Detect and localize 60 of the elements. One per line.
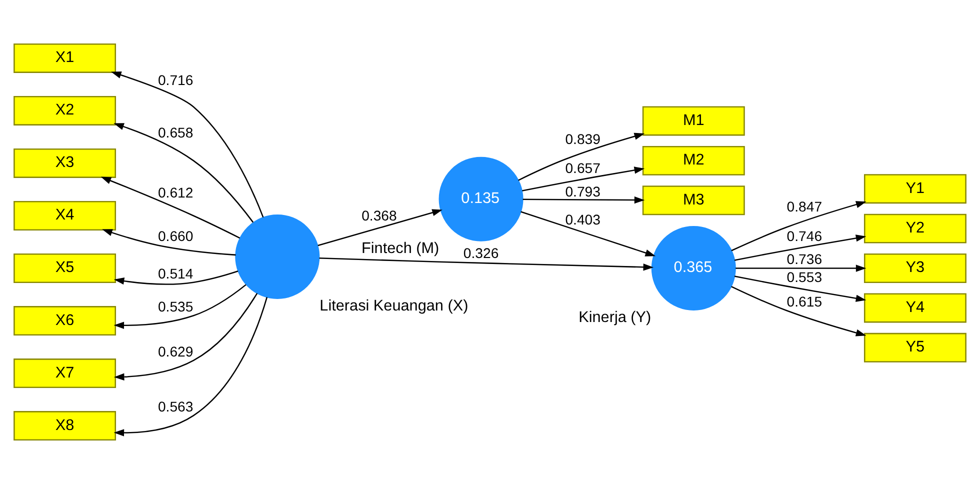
node-box: Y1	[864, 174, 966, 204]
node-circle: 0.365	[651, 226, 736, 311]
node-box: X2	[14, 96, 116, 126]
edge-label: 0.658	[158, 124, 194, 140]
arrow	[114, 270, 238, 285]
edge-label: 0.793	[565, 183, 600, 200]
arrow	[318, 209, 442, 246]
node-box: Y3	[864, 254, 966, 283]
node-box: Y4	[864, 293, 966, 323]
node-box: M1	[642, 106, 745, 136]
edge-label: 0.514	[158, 265, 194, 282]
arrow	[734, 276, 866, 302]
node-box: X1	[14, 43, 116, 73]
arrow	[734, 234, 866, 261]
arrow	[110, 72, 264, 218]
arrow	[736, 264, 866, 272]
arrow	[114, 123, 254, 223]
arrow	[518, 132, 645, 181]
arrow	[102, 229, 236, 256]
node-box: X7	[14, 358, 116, 388]
node-box: Y5	[864, 332, 966, 362]
arrow	[100, 176, 240, 239]
edge-label: 0.368	[362, 208, 397, 224]
arrow	[114, 296, 268, 436]
edge-label: 0.535	[158, 298, 194, 315]
arrow	[114, 293, 258, 380]
edge-label: 0.403	[565, 211, 600, 228]
node-box: M2	[642, 146, 745, 176]
edge-label: 0.553	[786, 269, 822, 286]
arrow	[731, 286, 866, 336]
arrow	[520, 211, 656, 256]
node-box: X5	[14, 254, 116, 283]
arrow	[522, 166, 645, 192]
arrow	[522, 196, 645, 204]
node-box: X4	[14, 201, 116, 230]
edge-label: 0.326	[463, 244, 499, 261]
node-box: X3	[14, 148, 116, 178]
node-circle	[235, 214, 320, 299]
arrow	[731, 201, 866, 252]
edge-label: 0.746	[786, 228, 822, 244]
edge-label: 0.657	[565, 160, 600, 176]
node-box: X8	[14, 411, 116, 441]
edge-label: 0.612	[158, 184, 194, 201]
edge-label: 0.629	[158, 343, 194, 360]
node-box: M3	[642, 186, 745, 216]
node-box: Y2	[864, 214, 966, 244]
edge-label: 0.736	[786, 251, 822, 268]
edge-label: 0.563	[158, 398, 194, 414]
edge-label: 0.839	[565, 130, 600, 147]
arrow	[319, 257, 654, 271]
edge-label: 0.660	[158, 228, 194, 244]
node-circle: 0.135	[438, 156, 524, 242]
node-label: Fintech (M)	[362, 240, 440, 258]
edge-label: 0.847	[786, 198, 822, 215]
arrow	[114, 284, 246, 329]
edge-label: 0.615	[786, 293, 822, 310]
node-label: Literasi Keuangan (X)	[320, 298, 468, 315]
edge-label: 0.716	[158, 72, 194, 88]
node-label: Kinerja (Y)	[578, 309, 652, 326]
node-box: X6	[14, 306, 116, 336]
